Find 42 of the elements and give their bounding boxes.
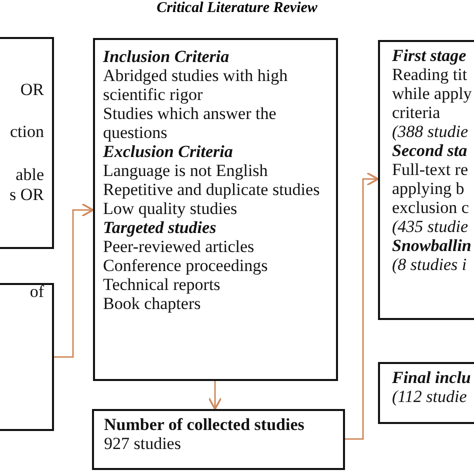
diagram-title: Critical Literature Review [156, 0, 318, 17]
text-box [378, 40, 474, 320]
box-text: OR [20, 80, 44, 99]
box-text: (388 studie [392, 122, 470, 141]
box-text: Reading tit [392, 65, 468, 84]
box-text: Inclusion Criteria [103, 47, 230, 66]
box-text: Studies which answer the questions [103, 104, 278, 142]
box-text: Low quality studies [103, 199, 238, 218]
box-text: Conference proceedings [103, 256, 269, 275]
text-box [378, 362, 474, 424]
text-box [0, 283, 54, 431]
box-text: Language is not English [103, 161, 269, 180]
box-text: while apply [392, 84, 473, 103]
box-text: Targeted studies [103, 218, 218, 237]
box-text: ction [10, 122, 44, 141]
text-box [92, 409, 345, 470]
box-text: of [30, 282, 44, 301]
box-text: Second sta [392, 141, 468, 160]
box-text: s OR [10, 185, 44, 204]
arrow [345, 172, 379, 440]
text-box [0, 37, 54, 249]
box-text: able [16, 165, 44, 184]
box-text: exclusion c [392, 198, 470, 217]
box-text: Book chapters [103, 294, 202, 313]
box-text: (435 studie [392, 217, 470, 236]
box-text: Technical reports [103, 275, 222, 294]
box-text: Peer-reviewed articles [103, 237, 256, 256]
arrow [54, 203, 94, 358]
box-text: (112 studie [392, 387, 468, 406]
box-text: Number of collected studies 927 studies [104, 415, 306, 453]
box-text: First stage [392, 46, 468, 65]
text-box [93, 38, 338, 381]
box-text: Abridged studies with high scientific rigor [103, 66, 289, 104]
box-text: Exclusion Criteria [103, 142, 234, 161]
box-text: Full-text re [392, 160, 470, 179]
box-text: Repetitive and duplicate studies [103, 180, 321, 199]
arrow [208, 381, 222, 410]
box-text: criteria [392, 103, 442, 122]
box-text: (8 studies i [392, 255, 468, 274]
box-text: Final inclu [392, 368, 472, 387]
box-text: Snowballin [392, 236, 472, 255]
box-text: applying b [392, 179, 466, 198]
